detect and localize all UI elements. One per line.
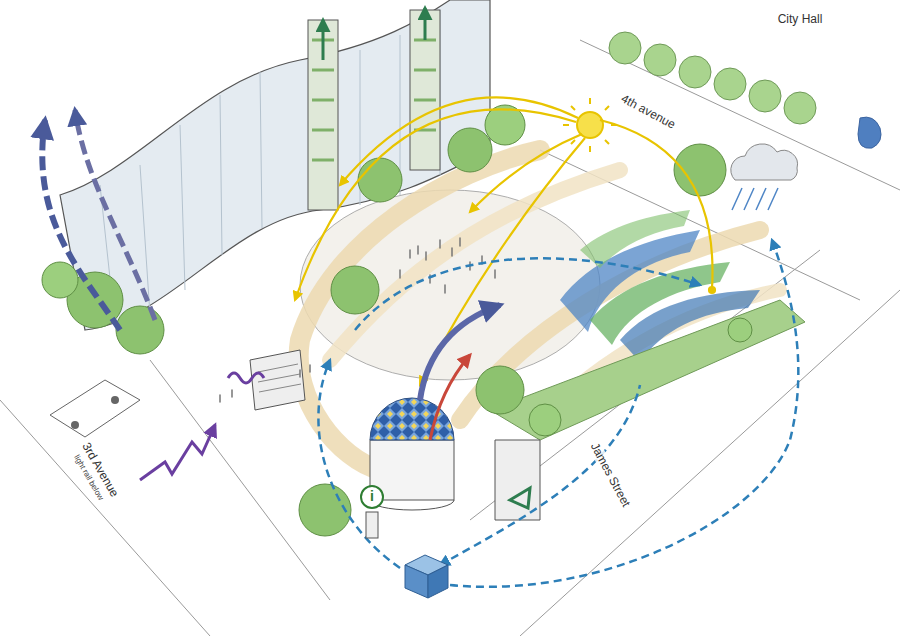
building-facade — [180, 125, 185, 290]
rain-cloud — [731, 144, 798, 180]
sun-paths — [295, 109, 576, 300]
noise-arrows — [228, 373, 264, 383]
sun-paths — [600, 120, 713, 288]
info-post — [361, 486, 383, 508]
building-facade — [308, 20, 338, 210]
city-hall-trees — [784, 92, 816, 124]
rain-cloud — [731, 144, 798, 210]
water-loop — [318, 240, 798, 587]
water-loop — [355, 258, 700, 330]
trees — [529, 404, 561, 436]
rain-cloud — [732, 188, 778, 210]
street-lines — [0, 400, 210, 636]
trees — [476, 366, 524, 414]
sweeping-bands — [299, 150, 780, 470]
city-hall-trees — [609, 32, 881, 148]
bus — [50, 380, 140, 437]
city-hall-trees — [679, 56, 711, 88]
trees — [331, 266, 379, 314]
noise-arrows — [140, 373, 264, 480]
green-up-arrows — [323, 8, 425, 60]
bus — [71, 421, 79, 429]
trees — [448, 128, 492, 172]
canopy-fins — [580, 210, 690, 268]
sun-paths — [420, 138, 585, 385]
planter-beds — [510, 488, 530, 508]
sun — [563, 98, 617, 152]
plaza-people — [220, 365, 310, 402]
sun-paths — [709, 287, 715, 293]
building-facade — [220, 95, 222, 255]
city-hall-trees — [644, 44, 676, 76]
city-hall-trees — [858, 117, 881, 148]
water-loop — [440, 385, 640, 565]
trees — [42, 105, 752, 536]
building-facade — [260, 72, 262, 228]
air-arrows — [42, 120, 120, 330]
sun-paths — [340, 97, 578, 185]
city-hall-trees — [609, 32, 641, 64]
street-label: 4th avenue — [617, 91, 679, 132]
trees — [116, 306, 164, 354]
trees — [42, 262, 78, 298]
planter-beds — [490, 300, 805, 440]
pavilion-dome — [370, 440, 454, 500]
green-up-arrows — [424, 8, 427, 40]
cistern-cube — [405, 565, 428, 598]
water-loop — [450, 240, 798, 587]
noise-arrows — [140, 425, 215, 480]
planter-beds — [495, 440, 540, 520]
sun-paths — [470, 134, 582, 212]
building-label: City Hall — [776, 13, 825, 26]
city-hall-trees — [749, 80, 781, 112]
info-post — [361, 486, 383, 538]
trees — [728, 318, 752, 342]
info-symbol: i — [368, 489, 376, 504]
sun-paths — [295, 97, 715, 385]
planter-beds — [258, 364, 301, 392]
city-hall-trees — [714, 68, 746, 100]
info-post — [366, 512, 378, 538]
sun — [563, 98, 617, 152]
planter-beds — [250, 350, 305, 410]
trees — [358, 158, 402, 202]
sweeping-bands — [299, 150, 540, 470]
trees — [299, 484, 351, 536]
bus — [111, 396, 119, 404]
green-up-arrows — [322, 20, 325, 60]
plaza-people — [400, 256, 495, 293]
plaza-people — [410, 238, 460, 260]
air-arrows — [430, 355, 470, 440]
building-facade — [414, 40, 436, 130]
street-label: James Street — [587, 439, 634, 511]
cistern-cube — [405, 555, 448, 598]
air-arrows — [75, 110, 155, 320]
air-arrows — [420, 305, 500, 400]
cistern-cube — [428, 565, 448, 598]
air-arrows — [42, 110, 500, 440]
bus — [50, 380, 140, 437]
